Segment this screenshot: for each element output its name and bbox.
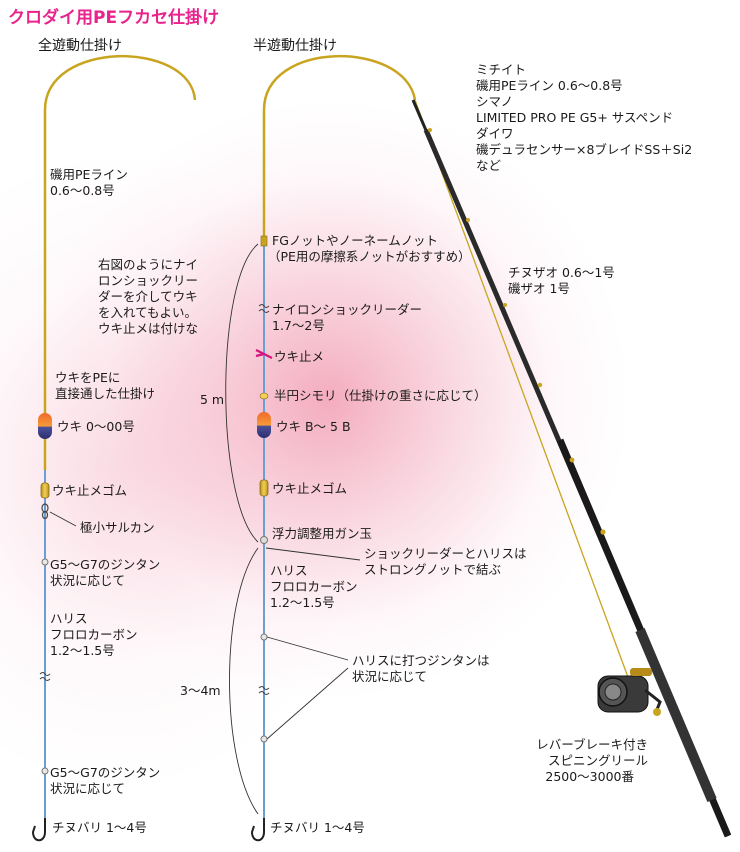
- right-shimori-label: 半円シモリ（仕掛けの重さに応じて）: [274, 388, 487, 403]
- spec-line: 磯デュラセンサー×8ブレイドSS＋Si2: [476, 142, 693, 157]
- right-knot-note: （PE用の摩擦系ノットがおすすめ）: [268, 249, 471, 264]
- note-line: ダーを介してウキ: [98, 289, 198, 304]
- right-harris-break: [258, 686, 270, 695]
- right-leader-label: ナイロンショックリーダー: [272, 302, 423, 317]
- right-jintan-pointer-2: [266, 667, 349, 740]
- left-swivel-pointer: [49, 511, 77, 527]
- left-harris-size: 1.2〜1.5号: [50, 643, 115, 658]
- left-float: [38, 413, 52, 439]
- left-stopper-rubber: [40, 482, 50, 499]
- left-direct-label-2: 直接通した仕掛け: [55, 386, 156, 401]
- note-line: ロンショックリー: [98, 273, 199, 288]
- spec-line: など: [476, 158, 502, 173]
- left-rig: [31, 54, 197, 842]
- spec-line: ミチイト: [476, 62, 527, 77]
- right-knot: [260, 235, 268, 247]
- left-sinker1-note: 状況に応じて: [50, 573, 126, 588]
- right-harris-label: ハリス: [270, 563, 308, 578]
- spec-line: 磯用PEライン 0.6〜0.8号: [476, 78, 623, 93]
- right-float: [257, 412, 271, 438]
- right-float-label: ウキ B〜 5 B: [276, 419, 351, 434]
- right-leader-size: 1.7〜2号: [272, 318, 325, 333]
- rod-line: [414, 99, 633, 689]
- left-sinker2-note: 状況に応じて: [50, 781, 126, 796]
- left-sinker1-label: G5〜G7のジンタン: [50, 557, 161, 572]
- right-harris-material: フロロカーボン: [270, 579, 358, 594]
- length-bracket-5m: [225, 243, 259, 543]
- spec-line: シマノ: [476, 94, 514, 109]
- left-sinker-1: [41, 558, 49, 566]
- spec-line: ダイワ: [476, 126, 514, 141]
- length-3-4m-label: 3〜4m: [180, 683, 221, 698]
- right-knot-label: FGノットやノーネームノット: [272, 233, 439, 248]
- rod-label-2: 磯ザオ 1号: [508, 281, 570, 296]
- left-heading: 全遊動仕掛け: [38, 38, 122, 54]
- right-strong-note: ストロングノットで結ぶ: [364, 562, 502, 577]
- right-gan-dama: [260, 536, 268, 544]
- right-hook-label: チヌバリ 1〜4号: [270, 820, 365, 835]
- right-strong-knot-pointer: [265, 547, 361, 561]
- right-jintan-1: [260, 633, 268, 641]
- right-strong-label: ショックリーダーとハリスは: [364, 546, 527, 561]
- right-hook: [250, 818, 265, 842]
- left-swivel: [41, 503, 49, 520]
- left-swivel-label: 極小サルカン: [80, 520, 155, 535]
- right-stopper-knot: [255, 349, 273, 359]
- right-jintan-2: [260, 735, 268, 743]
- right-stopper-label: ウキ止メゴム: [272, 481, 348, 496]
- right-stopper-rubber: [259, 479, 269, 497]
- note-line: 右図のようにナイ: [98, 257, 199, 272]
- left-harris-material: フロロカーボン: [50, 627, 138, 642]
- left-hook-label: チヌバリ 1〜4号: [52, 820, 147, 835]
- spec-line: LIMITED PRO PE G5+ サスペンド: [476, 110, 674, 125]
- reel-label-2: スピニングリール: [547, 753, 648, 768]
- reel-label-3: 2500〜3000番: [545, 769, 634, 784]
- right-stop-label: ウキ止メ: [274, 349, 325, 364]
- length-5m-label: 5 m: [200, 392, 225, 407]
- right-jintan-note: 状況に応じて: [352, 669, 428, 684]
- rod-and-reel: [411, 99, 732, 838]
- right-jintan-label: ハリスに打つジンタンは: [352, 653, 490, 668]
- left-harris-label: ハリス: [50, 611, 88, 626]
- left-pe-size: 0.6〜0.8号: [50, 183, 115, 198]
- left-hook: [31, 818, 46, 842]
- note-line: を入れてもよい。: [98, 305, 198, 320]
- reel-label: レバーブレーキ付き: [536, 737, 648, 752]
- note-line: ウキ止メは付けな: [98, 321, 199, 336]
- left-direct-label: ウキをPEに: [55, 370, 121, 385]
- rod-label: チヌザオ 0.6〜1号: [508, 265, 615, 280]
- left-sinker2-label: G5〜G7のジンタン: [50, 765, 161, 780]
- right-shimori-bead: [259, 392, 269, 400]
- right-rig: [225, 54, 417, 842]
- spinning-reel-icon: [597, 668, 662, 716]
- length-bracket-3-4m: [229, 547, 259, 815]
- right-leader-break: [258, 304, 270, 313]
- left-pe-label: 磯用PEライン: [50, 167, 128, 182]
- right-pe-line: [262, 54, 417, 240]
- left-sinker-2: [41, 767, 49, 775]
- left-pe-line: [43, 54, 197, 470]
- right-heading: 半遊動仕掛け: [253, 38, 337, 54]
- right-harris-size: 1.2〜1.5号: [270, 595, 335, 610]
- right-shot-label: 浮力調整用ガン玉: [272, 526, 373, 541]
- left-stopper-label: ウキ止メゴム: [52, 483, 128, 498]
- page-title: クロダイ用PEフカセ仕掛け: [8, 8, 220, 28]
- left-break-mark: [39, 672, 51, 681]
- right-jintan-pointer-1: [266, 636, 349, 661]
- left-float-label: ウキ 0〜00号: [57, 419, 135, 434]
